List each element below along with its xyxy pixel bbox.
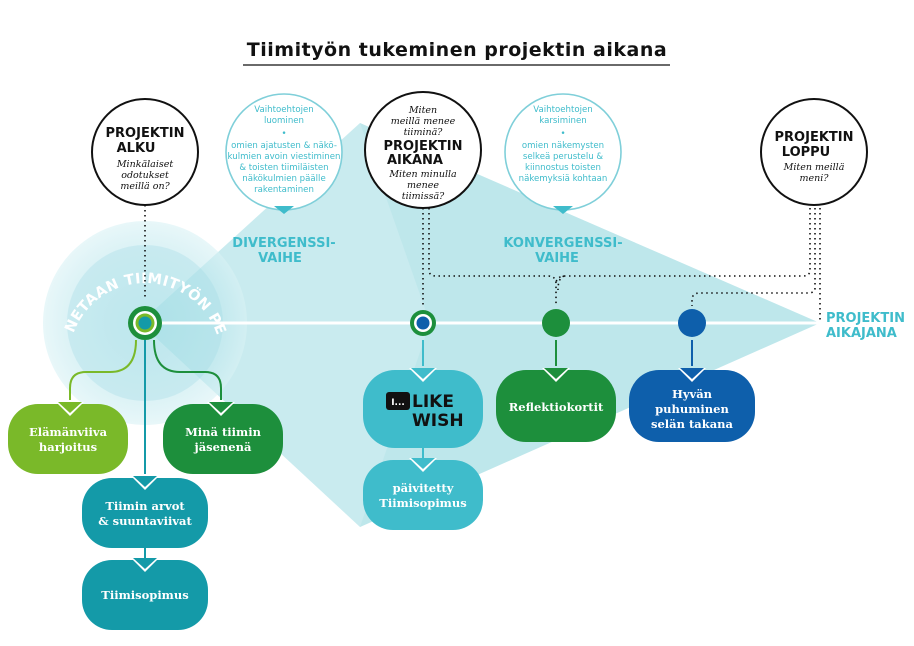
svg-text:•: • — [281, 129, 286, 139]
svg-text:PROJEKTIN: PROJEKTIN — [106, 126, 185, 141]
svg-text:selän takana: selän takana — [651, 417, 734, 431]
convergent-bubble: Vaihtoehtojen karsiminen • omien näkemys… — [504, 93, 622, 214]
svg-text:ALKU: ALKU — [117, 141, 156, 156]
node-convergent — [542, 309, 570, 337]
node-during — [410, 310, 436, 336]
card-tiimisopimus: Tiimisopimus — [82, 558, 208, 630]
card-mina-tiimin: Minä tiimin jäsenenä — [163, 402, 283, 474]
svg-text:omien ajatusten & näkö-: omien ajatusten & näkö- — [231, 141, 337, 151]
svg-text:Miten minulla: Miten minulla — [388, 169, 457, 180]
card-like-wish: I... LIKE WISH — [363, 368, 483, 448]
svg-text:omien näkemysten: omien näkemysten — [522, 141, 604, 151]
svg-text:Minä tiimin: Minä tiimin — [185, 425, 262, 439]
convergent-label-line2: VAIHE — [535, 251, 579, 266]
timeline-label-line1: PROJEKTIN — [826, 311, 905, 326]
svg-text:puhuminen: puhuminen — [655, 402, 729, 416]
branch-connectors — [69, 339, 693, 560]
svg-text:odotukset: odotukset — [121, 170, 169, 181]
svg-text:jäsenenä: jäsenenä — [194, 440, 252, 454]
svg-text:karsiminen: karsiminen — [539, 116, 586, 126]
card-hyvan: Hyvän puhuminen selän takana — [629, 368, 755, 442]
card-elamanviiva: Elämänviiva harjoitus — [8, 402, 128, 474]
svg-text:rakentaminen: rakentaminen — [254, 185, 314, 195]
dotted-connectors — [144, 200, 821, 323]
like-wish-badge — [386, 392, 410, 410]
svg-text:näkökulmien päälle: näkökulmien päälle — [242, 174, 325, 184]
svg-text:Reflektiokortit: Reflektiokortit — [509, 400, 604, 414]
svg-text:kiinnostus toisten: kiinnostus toisten — [525, 163, 601, 173]
svg-text:kulmien avoin viestiminen: kulmien avoin viestiminen — [228, 152, 341, 162]
svg-text:tiiminä?: tiiminä? — [404, 127, 444, 138]
svg-text:luominen: luominen — [264, 116, 304, 126]
card-reflektio: Reflektiokortit — [496, 368, 616, 442]
divergent-bubble-pointer — [274, 206, 294, 214]
phase-during: Miten meillä menee tiiminä? PROJEKTIN AI… — [364, 91, 482, 209]
svg-text:WISH: WISH — [412, 411, 464, 431]
node-start — [128, 306, 162, 340]
svg-text:I...: I... — [391, 398, 405, 408]
svg-text:Tiimisopimus: Tiimisopimus — [101, 588, 188, 602]
svg-text:PROJEKTIN: PROJEKTIN — [384, 139, 463, 154]
card-tiimin-arvot: Tiimin arvot & suuntaviivat — [82, 476, 208, 548]
svg-text:•: • — [560, 129, 565, 139]
svg-text:PROJEKTIN: PROJEKTIN — [775, 130, 854, 145]
diverge-converge-shape — [140, 123, 820, 527]
svg-text:meillä menee: meillä menee — [391, 116, 456, 127]
svg-text:LIKE: LIKE — [412, 392, 454, 412]
svg-text:Miten meillä: Miten meillä — [783, 162, 845, 173]
card-paivitetty: päivitetty Tiimisopimus — [363, 458, 483, 530]
svg-text:näkemyksiä kohtaan: näkemyksiä kohtaan — [519, 174, 608, 184]
svg-text:Hyvän: Hyvän — [672, 387, 713, 401]
svg-text:AIKANA: AIKANA — [387, 153, 443, 168]
svg-text:& suuntaviivat: & suuntaviivat — [98, 514, 192, 528]
svg-text:Elämänviiva: Elämänviiva — [29, 425, 108, 439]
svg-text:selkeä perustelu &: selkeä perustelu & — [523, 152, 604, 162]
svg-text:Vaihtoehtojen: Vaihtoehtojen — [533, 105, 592, 115]
divergent-bubble: Vaihtoehtojen luominen • omien ajatusten… — [225, 93, 343, 214]
svg-text:LOPPU: LOPPU — [782, 145, 830, 160]
svg-text:Tiimisopimus: Tiimisopimus — [379, 496, 466, 510]
diagram-title: Tiimityön tukeminen projektin aikana — [247, 39, 667, 61]
divergent-label-line2: VAIHE — [258, 251, 302, 266]
timeline-label-line2: AIKAJANA — [826, 326, 897, 341]
convergent-label-line1: KONVERGENSSI- — [503, 236, 622, 251]
svg-text:meillä on?: meillä on? — [120, 181, 170, 192]
svg-text:Tiimin arvot: Tiimin arvot — [105, 499, 185, 513]
svg-text:menee: menee — [407, 180, 439, 191]
phase-start: PROJEKTIN ALKU Minkälaiset odotukset mei… — [91, 98, 199, 206]
svg-text:meni?: meni? — [800, 173, 830, 184]
svg-text:harjoitus: harjoitus — [39, 440, 97, 454]
svg-text:Vaihtoehtojen: Vaihtoehtojen — [254, 105, 313, 115]
svg-text:päivitetty: päivitetty — [393, 481, 454, 495]
svg-text:Miten: Miten — [408, 105, 437, 116]
svg-text:Minkälaiset: Minkälaiset — [116, 159, 174, 170]
divergent-label-line1: DIVERGENSSI- — [232, 236, 335, 251]
svg-text:& toisten tiimiläisten: & toisten tiimiläisten — [239, 163, 328, 173]
node-end — [678, 309, 706, 337]
phase-end: PROJEKTIN LOPPU Miten meillä meni? — [760, 98, 868, 206]
svg-text:tiimissä?: tiimissä? — [402, 191, 445, 202]
convergent-bubble-pointer — [553, 206, 573, 214]
